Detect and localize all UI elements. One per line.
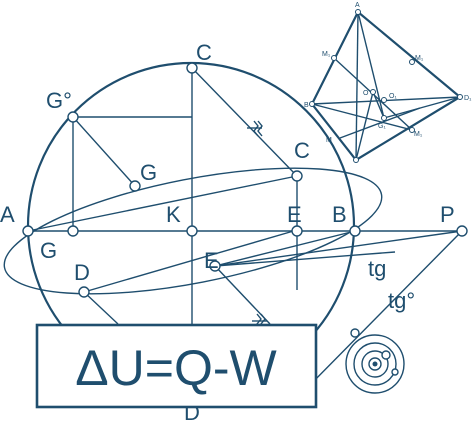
point-d-left bbox=[78, 286, 90, 298]
line-gdeg-g bbox=[72, 116, 136, 187]
tangent-line bbox=[304, 230, 463, 391]
line-d-down bbox=[83, 291, 119, 325]
line-a-c bbox=[27, 175, 298, 232]
label-g-deg: G° bbox=[46, 88, 72, 113]
label-e-upper: E bbox=[287, 202, 302, 227]
label-tg-deg: tg° bbox=[388, 288, 415, 313]
pyramid-label-m1-left: M₁ bbox=[322, 51, 331, 58]
line-e-tg bbox=[214, 251, 396, 267]
point-c-right bbox=[291, 170, 303, 182]
line-e-b bbox=[214, 230, 356, 267]
label-b: B bbox=[332, 202, 347, 227]
point-c-top bbox=[186, 62, 198, 74]
label-c-top: C bbox=[196, 40, 212, 65]
pyramid-label-m1-right: M₁ bbox=[414, 131, 423, 138]
point-g-left bbox=[67, 225, 79, 237]
label-g-mid: G bbox=[140, 160, 157, 185]
point-e-lower bbox=[209, 260, 221, 272]
label-e-lower: E bbox=[204, 248, 219, 273]
formula-box bbox=[35, 323, 318, 409]
point-e-upper bbox=[291, 225, 303, 237]
label-d-left: D bbox=[74, 260, 90, 285]
point-p bbox=[456, 225, 468, 237]
pyramid-label-m: M bbox=[326, 137, 332, 144]
line-d-e bbox=[83, 229, 298, 293]
line-e-p bbox=[214, 230, 463, 267]
line-c-c bbox=[191, 67, 298, 177]
pyramid-label-d1: D₁ bbox=[464, 95, 472, 102]
label-c-right: C bbox=[294, 138, 310, 163]
main-ellipse bbox=[3, 167, 383, 295]
point-g-mid bbox=[129, 180, 141, 192]
pyramid-label-g1: G₁ bbox=[378, 123, 386, 130]
point-b bbox=[349, 225, 361, 237]
label-a: A bbox=[0, 202, 15, 227]
label-p: P bbox=[440, 202, 455, 227]
pyramid-label-b: B bbox=[304, 102, 309, 109]
atom-icon bbox=[345, 328, 405, 394]
pyramid-label-m1-top: M₁ bbox=[415, 55, 424, 62]
point-k bbox=[186, 225, 198, 237]
point-g-deg bbox=[67, 111, 79, 123]
formula-text: ΔU=Q-W bbox=[75, 340, 277, 396]
ruler-mark-icon bbox=[247, 120, 263, 137]
pyramid-label-o: O bbox=[363, 90, 369, 97]
label-k: K bbox=[166, 202, 181, 227]
label-g-left: G bbox=[40, 238, 57, 263]
pyramid-label-o1: O₁ bbox=[389, 93, 397, 100]
pyramid-label-a: A bbox=[355, 2, 360, 9]
pyramid-diagram: A B O D₁ M₁ M₁ M₁ M O₁ G₁ bbox=[304, 2, 472, 163]
point-a bbox=[22, 225, 34, 237]
label-tg: tg bbox=[368, 256, 386, 281]
